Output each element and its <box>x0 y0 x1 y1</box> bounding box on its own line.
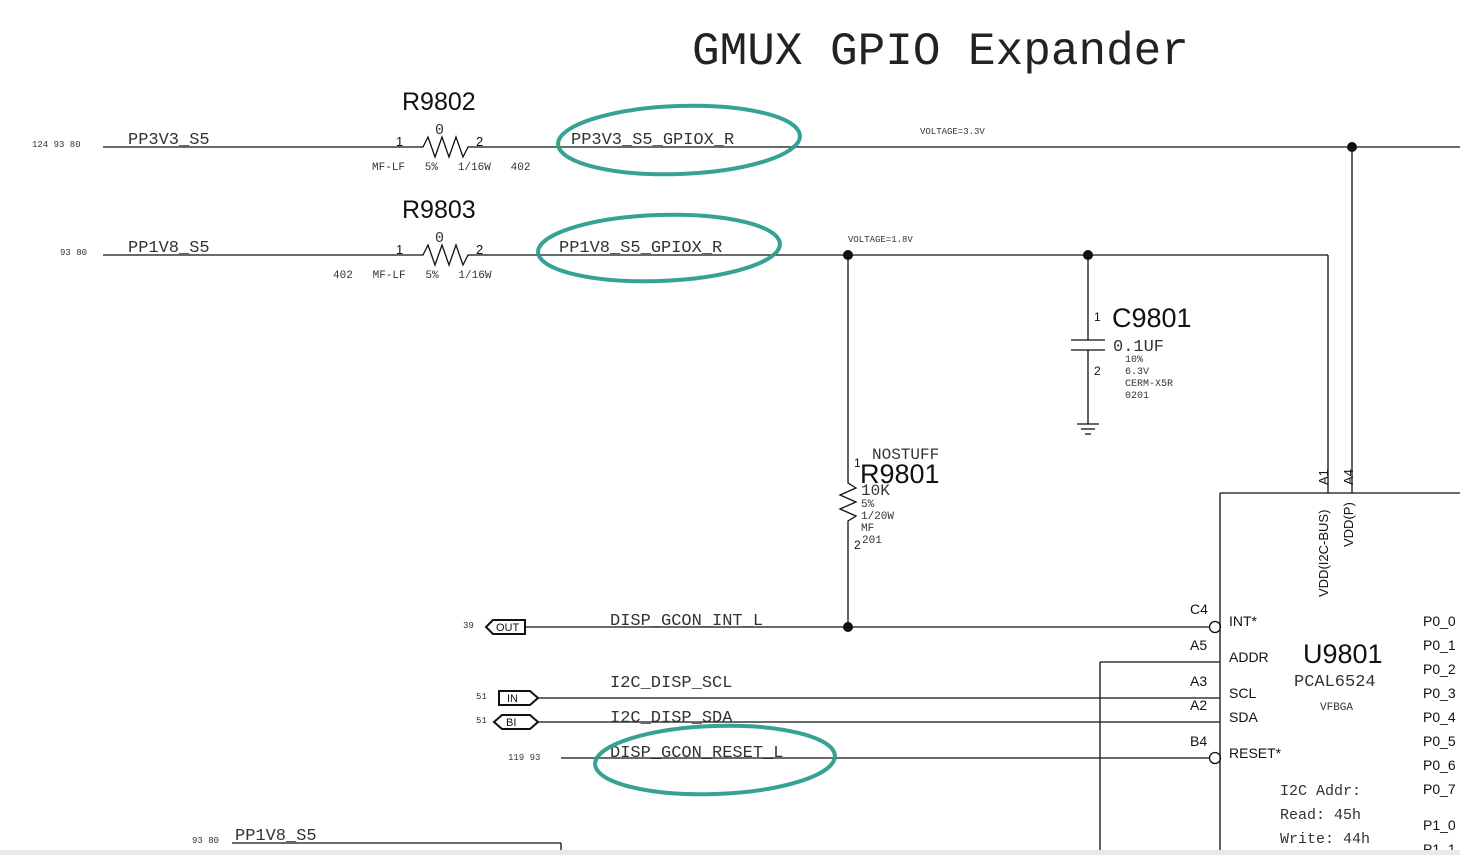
pp3v3-refs: 124 93 80 <box>32 140 81 150</box>
port-out: OUT <box>484 619 526 635</box>
net-label-i2c-disp-scl: I2C_DISP_SCL <box>610 674 732 693</box>
pin-p0-5: P0_5 <box>1423 733 1456 749</box>
pin-addr-name: ADDR <box>1229 649 1269 665</box>
pin-sda-name: SDA <box>1229 709 1258 725</box>
net-label-disp-gcon-int-l: DISP_GCON_INT_L <box>610 612 763 631</box>
r9801-value: 10K <box>861 482 890 500</box>
c9801-diel: CERM-X5R <box>1125 379 1173 390</box>
r9803-pin1: 1 <box>396 242 403 257</box>
net-label-pp3v3-s5-gpiox-r: PP3V3_S5_GPIOX_R <box>571 131 734 150</box>
r9801-nostuff: NOSTUFF <box>872 446 939 464</box>
r9801-pin2: 2 <box>854 538 861 552</box>
reset-refs: 119 93 <box>508 753 540 763</box>
pin-a1-name: VDD(I2C-BUS) <box>1316 510 1331 597</box>
pin-c4-ball: C4 <box>1190 601 1208 617</box>
i2c-addr-read: Read: 45h <box>1280 807 1361 824</box>
svg-text:BI: BI <box>506 717 516 729</box>
pin-scl-name: SCL <box>1229 685 1256 701</box>
c9801-pkg: 0201 <box>1125 391 1149 402</box>
r9802-pin1: 1 <box>396 134 403 149</box>
r9803-value: 0 <box>435 230 444 247</box>
r9801-tol: 5% <box>861 499 875 511</box>
page-bottom-edge <box>0 850 1460 855</box>
sda-ref: 51 <box>476 716 487 726</box>
r9802-value: 0 <box>435 122 444 139</box>
net-label-i2c-disp-sda: I2C_DISP_SDA <box>610 709 733 728</box>
i2c-addr-label: I2C Addr: <box>1280 783 1361 800</box>
highlight-pp3v3-gpiox <box>556 103 802 177</box>
junction-int <box>843 622 853 632</box>
i2c-addr-write: Write: 44h <box>1280 831 1370 848</box>
c9801-pin1: 1 <box>1094 310 1101 324</box>
c9801-ref: C9801 <box>1112 303 1192 333</box>
r9801-pin1: 1 <box>854 456 861 470</box>
port-bi: BI <box>492 714 540 730</box>
c9801-volt: 6.3V <box>1125 367 1149 378</box>
pin-a1-ball: A1 <box>1316 469 1331 485</box>
r9801-pkg: 201 <box>862 535 882 547</box>
pin-reset-bubble <box>1208 751 1222 765</box>
pp1v8-bottom-refs: 93 80 <box>192 836 219 846</box>
r9802-specs: MF-LF 5% 1/16W 402 <box>372 162 530 174</box>
pin-reset-name: RESET* <box>1229 745 1282 761</box>
r9801-power: 1/20W <box>861 511 894 523</box>
net-label-disp-gcon-reset-l: DISP_GCON_RESET_L <box>610 744 783 763</box>
net-label-pp1v8-s5-bottom: PP1V8_S5 <box>235 827 317 846</box>
svg-text:OUT: OUT <box>496 622 520 634</box>
u9801-ref: U9801 <box>1303 639 1383 669</box>
pin-a4-name: VDD(P) <box>1341 502 1356 547</box>
pp1v8-refs: 93 80 <box>60 248 87 258</box>
pin-a5-ball: A5 <box>1190 637 1207 653</box>
pin-b4-ball: B4 <box>1190 733 1207 749</box>
page-title: GMUX GPIO Expander <box>692 26 1189 78</box>
pin-int-bubble <box>1208 620 1222 634</box>
pin-p0-7: P0_7 <box>1423 781 1456 797</box>
highlight-disp-gcon-reset-l <box>593 723 837 797</box>
pin-a4-ball: A4 <box>1341 469 1356 485</box>
r9802-resistor-symbol <box>418 135 474 159</box>
pin-p0-0: P0_0 <box>1423 613 1456 629</box>
pin-p1-0: P1_0 <box>1423 817 1456 833</box>
highlight-pp1v8-gpiox <box>536 212 782 284</box>
net-label-pp1v8-s5: PP1V8_S5 <box>128 239 210 258</box>
port-in: IN <box>498 690 540 706</box>
c9801-pin2: 2 <box>1094 364 1101 378</box>
r9801-type: MF <box>861 523 874 535</box>
pin-p0-4: P0_4 <box>1423 709 1456 725</box>
r9802-pin2: 2 <box>476 134 483 149</box>
r9803-ref: R9803 <box>402 196 476 224</box>
u9801-ic: U9801 PCAL6524 VFBGA A1 VDD(I2C-BUS) A4 … <box>1190 469 1460 855</box>
pin-a3-ball: A3 <box>1190 673 1207 689</box>
r9803-resistor-symbol <box>418 243 474 267</box>
c9801-value: 0.1UF <box>1113 338 1164 357</box>
scl-ref: 51 <box>476 692 487 702</box>
r9803-specs: 402 MF-LF 5% 1/16W <box>333 270 492 282</box>
r9801-resistor-symbol <box>838 478 858 526</box>
pin-p0-6: P0_6 <box>1423 757 1456 773</box>
net-label-pp1v8-s5-gpiox-r: PP1V8_S5_GPIOX_R <box>559 239 722 258</box>
ground-symbol <box>1077 423 1099 435</box>
net-label-pp3v3-s5: PP3V3_S5 <box>128 131 210 150</box>
int-ref: 39 <box>463 621 474 631</box>
pin-p0-3: P0_3 <box>1423 685 1456 701</box>
svg-text:IN: IN <box>507 693 518 705</box>
u9801-part: PCAL6524 <box>1294 673 1376 692</box>
r9802-ref: R9802 <box>402 88 476 116</box>
pin-p0-1: P0_1 <box>1423 637 1456 653</box>
pin-p0-2: P0_2 <box>1423 661 1456 677</box>
c9801-tol: 10% <box>1125 355 1143 366</box>
r9803-pin2: 2 <box>476 242 483 257</box>
voltage-1v8-label: VOLTAGE=1.8V <box>848 235 913 245</box>
r9801-ref: R9801 <box>860 459 940 489</box>
pin-int-name: INT* <box>1229 613 1258 629</box>
voltage-3v3-label: VOLTAGE=3.3V <box>920 127 985 137</box>
u9801-pkg: VFBGA <box>1320 702 1353 714</box>
pin-a2-ball: A2 <box>1190 697 1207 713</box>
